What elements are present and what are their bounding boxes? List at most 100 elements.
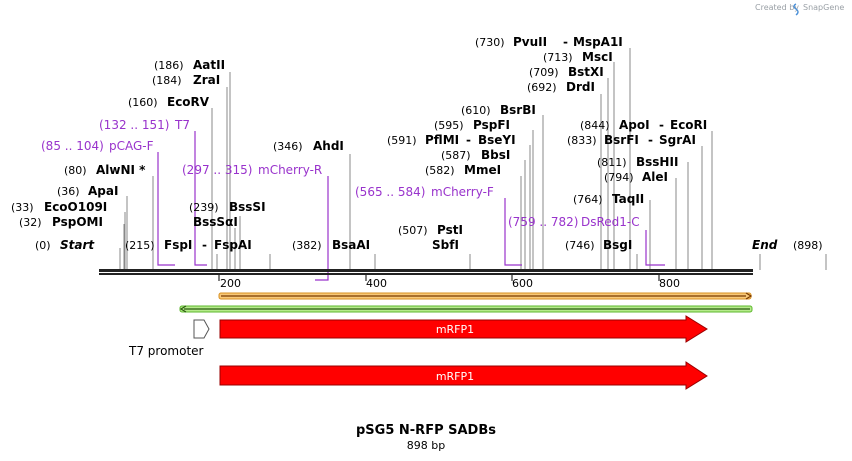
enzyme-pos: (811)	[597, 156, 627, 169]
feature-t7-promoter-label: T7 promoter	[128, 344, 204, 358]
primer-name-t7: T7	[174, 118, 190, 132]
feature-mrfp1-label-2: mRFP1	[436, 370, 474, 383]
span-bars	[179, 292, 753, 313]
enzyme-pos: (764)	[573, 193, 603, 206]
enzyme-name-ecoo109i: EcoO109I	[44, 200, 107, 214]
map-title-block: pSG5 N-RFP SADBs 898 bp	[356, 423, 496, 452]
primer-leaders	[157, 131, 665, 281]
primer-name-pcag-f: pCAG-F	[109, 139, 154, 153]
enzyme-pos: (382)	[292, 239, 322, 252]
enzyme-name-pspfi: PspFI	[473, 118, 510, 132]
enzyme-name-mspa1i: MspA1I	[573, 35, 623, 49]
enzyme-name-bsaai: BsaAI	[332, 238, 370, 252]
map-length: 898 bp	[407, 439, 445, 452]
primer-leader-mcherry-f	[504, 198, 522, 266]
primer-leader-mcherry-r	[315, 176, 329, 281]
enzyme-pos: (507)	[398, 224, 428, 237]
leader-lines	[119, 48, 827, 270]
enzyme-name-bsgi: BsgI	[603, 238, 632, 252]
primer-range: (565 .. 584)	[355, 185, 425, 199]
map-title: pSG5 N-RFP SADBs	[356, 423, 496, 438]
enzyme-name-taqii: TaqII	[612, 192, 644, 206]
primer-range: (759 .. 782)	[508, 215, 578, 229]
enzyme-pos: (582)	[425, 164, 455, 177]
enzyme-pos: (591)	[387, 134, 417, 147]
brand-watermark: Created by SnapGene	[755, 3, 844, 16]
primer-leader-t7	[194, 131, 207, 266]
start-label: Start	[60, 238, 95, 252]
enzyme-name-bstxi: BstXI	[568, 65, 604, 79]
enzyme-name-bsrfi: BsrFI	[604, 133, 639, 147]
enzyme-name-fspi: FspI	[164, 238, 192, 252]
enzyme-pos: (36)	[57, 185, 80, 198]
tick-label-600: 600	[512, 277, 533, 290]
enzyme-pos: (184)	[152, 74, 182, 87]
enzyme-pos: (215)	[125, 239, 155, 252]
enzyme-name-alwni: AlwNI *	[96, 163, 146, 177]
enzyme-name-bsssi: BssSI	[229, 200, 266, 214]
enzyme-name-apoi: ApoI	[619, 118, 650, 132]
primer-leader-dsred1-c	[645, 230, 665, 266]
tick-label-800: 800	[659, 277, 680, 290]
enzyme-name-ecorv: EcoRV	[167, 95, 210, 109]
primer-name-mcherry-f: mCherry-F	[431, 185, 494, 199]
enzyme-pos: (610)	[461, 104, 491, 117]
snapgene-logo-icon	[793, 3, 799, 16]
enzyme-pos: (239)	[189, 201, 219, 214]
end-label: End	[752, 238, 778, 252]
enzyme-pos: (33)	[11, 201, 34, 214]
enzyme-name-pvuii: PvuII	[513, 35, 547, 49]
right-enzyme-labels: (844) ApoI - EcoRI (833) BsrFI - SgrAI (…	[508, 118, 823, 252]
end-pos: (898)	[793, 239, 823, 252]
enzyme-name-aatii: AatII	[193, 58, 225, 72]
enzyme-pos: (160)	[128, 96, 158, 109]
sequence-ruler: 200 400 600 800	[99, 269, 753, 290]
enzyme-name-pspomi: PspOMI	[52, 215, 103, 229]
green-arrow-icon	[179, 305, 187, 313]
enzyme-pos: (746)	[565, 239, 595, 252]
enzyme-pos: (709)	[529, 66, 559, 79]
center-enzyme-labels: (730) PvuII - MspA1I (713) MscI (709) Bs…	[355, 35, 623, 252]
enzyme-name-bsrbi: BsrBI	[500, 103, 536, 117]
primer-name-mcherry-r: mCherry-R	[258, 163, 322, 177]
tick-label-400: 400	[366, 277, 387, 290]
feature-mrfp1-label: mRFP1	[436, 323, 474, 336]
primer-leader-pcag-f	[157, 152, 175, 266]
enzyme-name-sgrai: SgrAI	[659, 133, 696, 147]
enzyme-name-msci: MscI	[582, 50, 613, 64]
enzyme-name-bseyi: BseYI	[478, 133, 516, 147]
features: mRFP1 T7 promoter mRFP1	[128, 315, 708, 390]
snapgene-brand-label: SnapGene	[803, 3, 844, 12]
enzyme-sep: -	[466, 133, 471, 147]
enzyme-name-bsshii: BssHII	[636, 155, 678, 169]
orange-arrow-icon	[745, 292, 753, 300]
enzyme-name-alei: AleI	[642, 170, 668, 184]
enzyme-pos: (346)	[273, 140, 303, 153]
enzyme-name-ecori: EcoRI	[670, 118, 707, 132]
enzyme-sep: -	[648, 133, 653, 147]
enzyme-pos: (730)	[475, 36, 505, 49]
tick-label-200: 200	[220, 277, 241, 290]
start-pos: (0)	[35, 239, 51, 252]
enzyme-pos: (32)	[19, 216, 42, 229]
feature-mrfp1-arrow	[219, 315, 708, 343]
enzyme-sep: -	[659, 118, 664, 132]
enzyme-name-mmei: MmeI	[464, 163, 501, 177]
enzyme-pos: (80)	[64, 164, 87, 177]
enzyme-pos: (595)	[434, 119, 464, 132]
ruler-top-strand	[99, 269, 753, 272]
primer-range: (132 .. 151)	[99, 118, 169, 132]
created-by-label: Created by	[755, 3, 799, 12]
enzyme-name-bbsi: BbsI	[481, 148, 510, 162]
enzyme-name-ahdi: AhdI	[313, 139, 344, 153]
enzyme-pos: (692)	[527, 81, 557, 94]
enzyme-pos: (713)	[543, 51, 573, 64]
enzyme-name-pflmi: PflMI	[425, 133, 459, 147]
enzyme-pos: (186)	[154, 59, 184, 72]
enzyme-name-fspai: FspAI	[214, 238, 252, 252]
primer-range: (297 .. 315)	[182, 163, 252, 177]
enzyme-sep: -	[202, 238, 207, 252]
enzyme-name-apai: ApaI	[88, 184, 118, 198]
feature-mrfp1-arrow-2	[219, 361, 708, 390]
enzyme-name-sbfi: SbfI	[432, 238, 459, 252]
